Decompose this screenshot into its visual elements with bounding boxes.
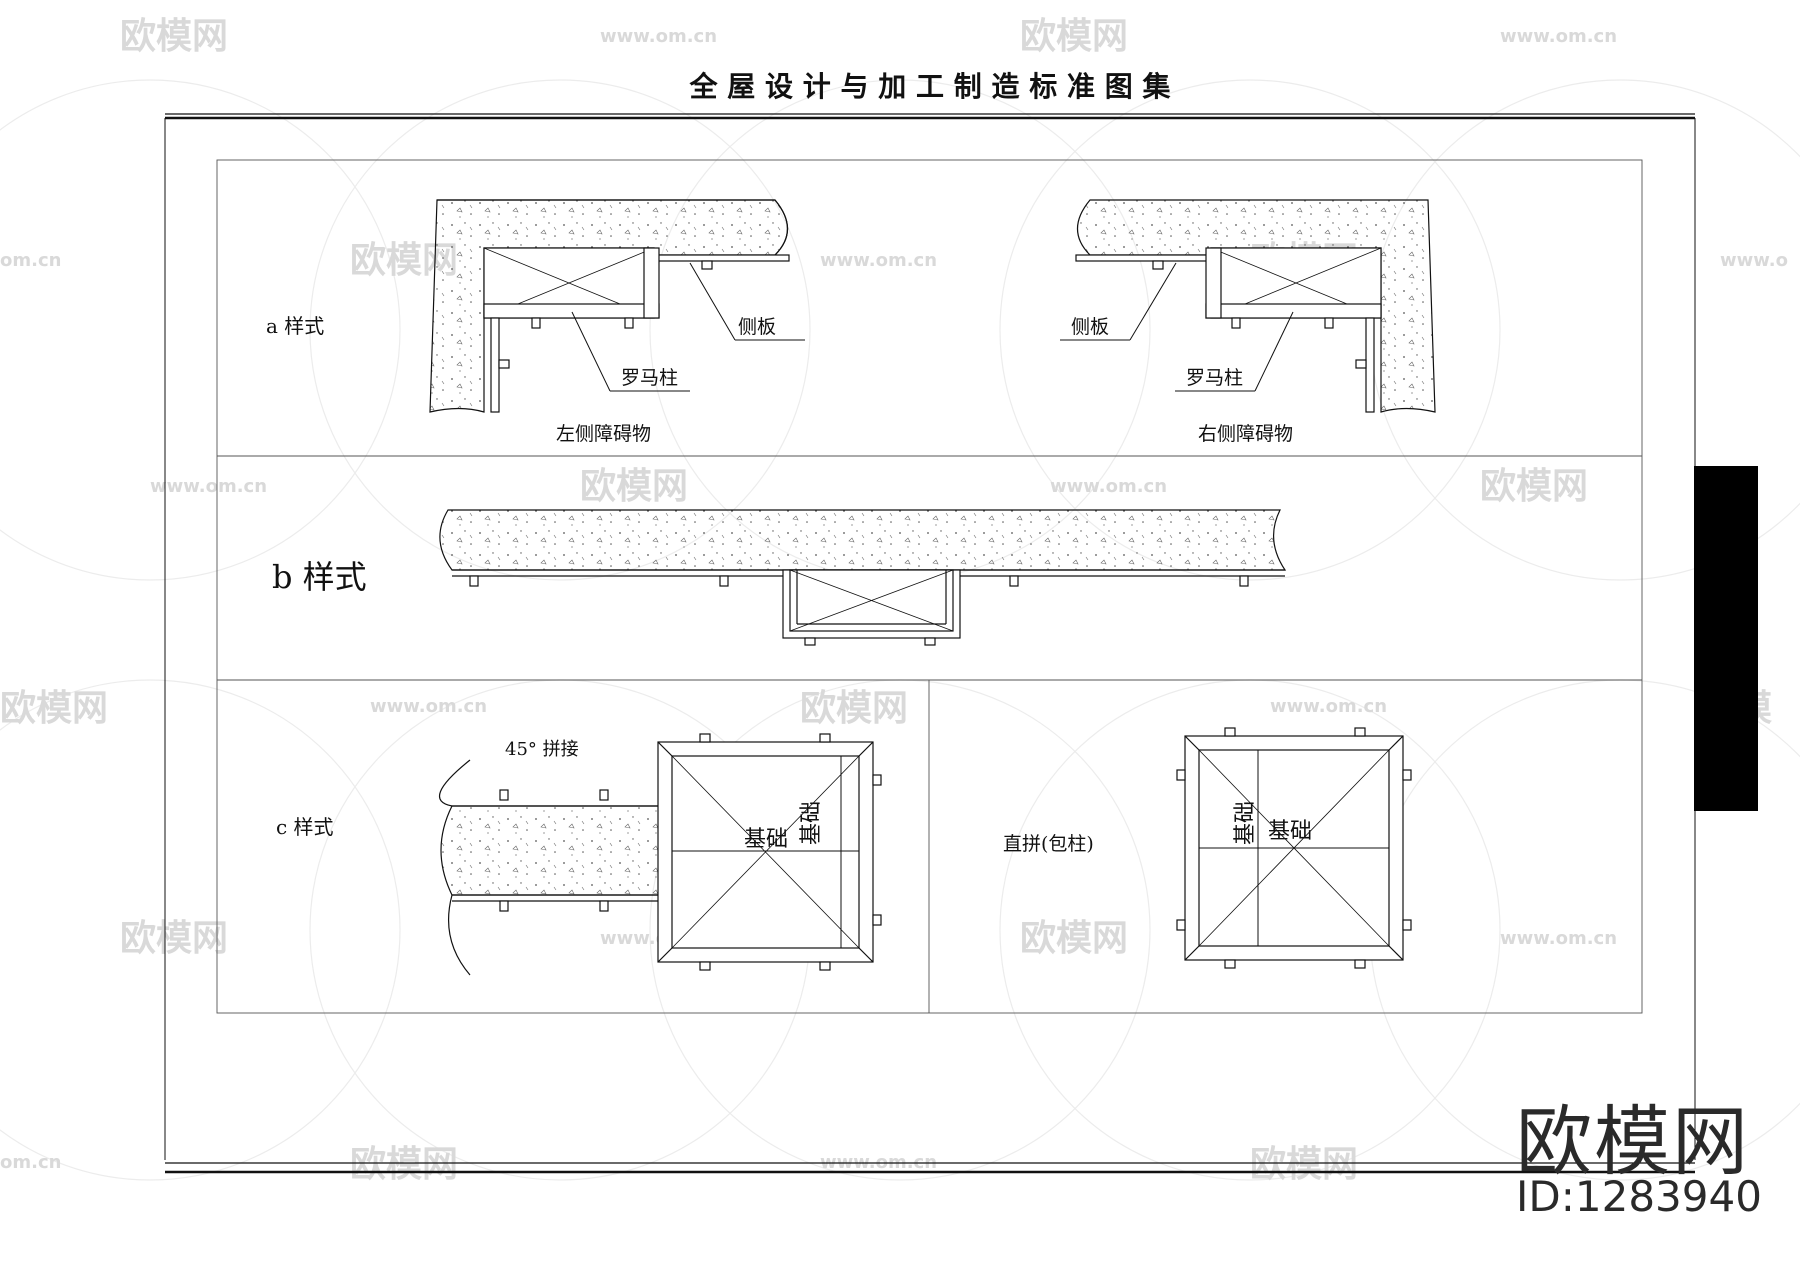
svg-text:www.om.cn: www.om.cn [150, 476, 267, 497]
svg-text:om.cn: om.cn [0, 250, 61, 271]
right-column-label: 罗马柱 [1186, 367, 1243, 389]
section-a-label: a 样式 [266, 314, 324, 338]
svg-text:欧模网: 欧模网 [1020, 918, 1128, 959]
svg-text:欧模网: 欧模网 [0, 688, 108, 729]
svg-text:om.cn: om.cn [0, 1152, 61, 1173]
c-right-base-vertical: 基础 [1233, 801, 1258, 845]
watermark-brand: 欧模网 [1516, 1097, 1750, 1186]
svg-text:欧模网: 欧模网 [350, 1144, 458, 1185]
left-obstacle-detail [429, 199, 805, 413]
svg-text:欧模网: 欧模网 [1250, 1144, 1358, 1185]
svg-text:www.om.cn: www.om.cn [1500, 26, 1617, 47]
c-left-base-horizontal: 基础 [744, 827, 788, 852]
drawing-panel [216, 159, 1643, 1014]
svg-text:欧模网: 欧模网 [580, 466, 688, 507]
c-left-base-vertical: 基础 [799, 801, 824, 845]
left-side-panel-label: 侧板 [738, 316, 776, 338]
svg-text:www.om.cn: www.om.cn [1050, 476, 1167, 497]
sheet-title: 全 屋 设 计 与 加 工 制 造 标 准 图 集 [689, 70, 1171, 103]
svg-text:www.o: www.o [1720, 250, 1788, 271]
svg-text:www.om.cn: www.om.cn [820, 250, 937, 271]
svg-text:www.om.cn: www.om.cn [600, 26, 717, 47]
section-b: b 样式 [272, 509, 1287, 646]
svg-text:欧模网: 欧模网 [800, 688, 908, 729]
svg-text:欧模网: 欧模网 [120, 16, 228, 57]
left-obstacle-caption: 左侧障碍物 [556, 423, 651, 445]
section-c: c 样式 45° 拼接 基础 基础 [276, 727, 1412, 976]
side-tab [1694, 466, 1758, 811]
section-a: a 样式 侧板 罗马柱 左侧 [266, 199, 1436, 445]
c-right-detail [1176, 727, 1412, 969]
b-style-detail [439, 509, 1287, 646]
svg-text:欧模网: 欧模网 [1020, 16, 1128, 57]
svg-text:www.om.cn: www.om.cn [1500, 928, 1617, 949]
svg-text:www.om.cn: www.om.cn [1270, 696, 1387, 717]
svg-text:欧模网: 欧模网 [120, 918, 228, 959]
straight-joint-caption: 直拼(包柱) [1003, 833, 1094, 855]
joint-45-label: 45° 拼接 [505, 739, 579, 760]
c-right-base-horizontal: 基础 [1268, 819, 1312, 844]
section-c-label: c 样式 [276, 815, 334, 839]
right-obstacle-detail [1060, 199, 1436, 413]
left-column-label: 罗马柱 [621, 367, 678, 389]
watermark-id: ID:1283940 [1516, 1172, 1762, 1221]
right-side-panel-label: 侧板 [1071, 316, 1109, 338]
c-left-detail [439, 733, 882, 976]
svg-text:欧模网: 欧模网 [1480, 466, 1588, 507]
svg-text:www.om.cn: www.om.cn [370, 696, 487, 717]
section-b-label: b 样式 [272, 558, 367, 596]
right-obstacle-caption: 右侧障碍物 [1198, 423, 1293, 445]
